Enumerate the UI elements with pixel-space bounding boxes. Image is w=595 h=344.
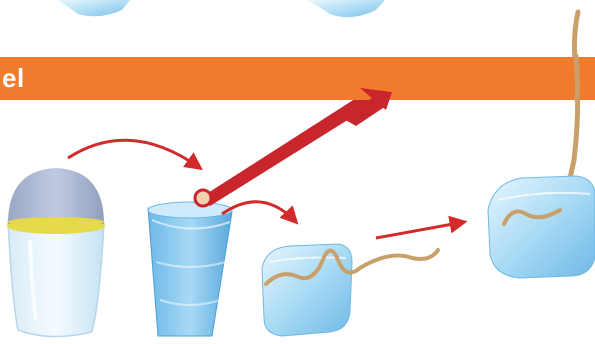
plastic-cup-with-lid [7,168,105,337]
ice-cube-with-string [262,244,438,336]
arrow-2 [222,202,296,222]
arrow-3 [376,222,464,238]
ice-block-lifted-by-string [488,176,595,278]
top-ice-cube-left [58,0,130,16]
banner-title: el [2,57,25,100]
arrow-1 [68,140,200,168]
ice-filled-cup [148,202,232,336]
top-ice-cube-right [308,0,385,17]
section-banner: el [0,57,595,100]
